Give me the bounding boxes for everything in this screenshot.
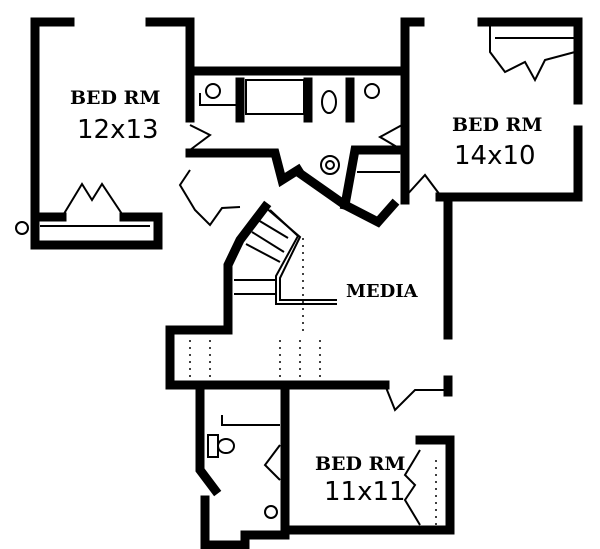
room-media: MEDIA	[346, 281, 419, 302]
room-name: BED RM	[452, 114, 542, 136]
room-name: BED RM	[315, 453, 405, 475]
room-size: 14x10	[454, 141, 536, 171]
room-size: 11x11	[324, 477, 406, 507]
room-12x13: BED RM 12x13	[70, 87, 160, 145]
walls	[15, 17, 583, 549]
room-14x10: BED RM 14x10	[452, 114, 542, 171]
room-name: MEDIA	[346, 281, 419, 302]
room-name: BED RM	[70, 87, 160, 109]
room-11x11: BED RM 11x11	[315, 453, 406, 507]
room-size: 12x13	[77, 115, 159, 145]
